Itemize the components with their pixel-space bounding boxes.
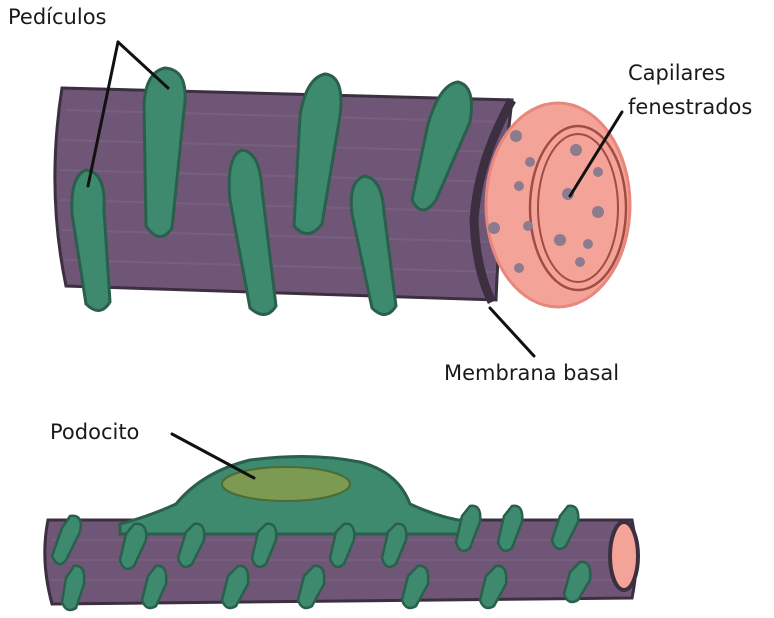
pediculos-label: Pedículos	[8, 4, 106, 31]
fenestrados-label: fenestrados	[628, 94, 752, 121]
bottom-capillary	[45, 456, 638, 610]
leader-membrana	[490, 308, 534, 356]
capilares-label: Capilares	[628, 60, 725, 87]
pedicel	[72, 170, 110, 311]
top-capillary	[55, 68, 630, 315]
podocito-label: Podocito	[50, 419, 139, 446]
leader-podocito	[172, 434, 254, 478]
membrana-basal-label: Membrana basal	[444, 360, 619, 387]
capillary-end-bottom	[610, 522, 638, 590]
leader-pediculos-1	[118, 42, 168, 88]
